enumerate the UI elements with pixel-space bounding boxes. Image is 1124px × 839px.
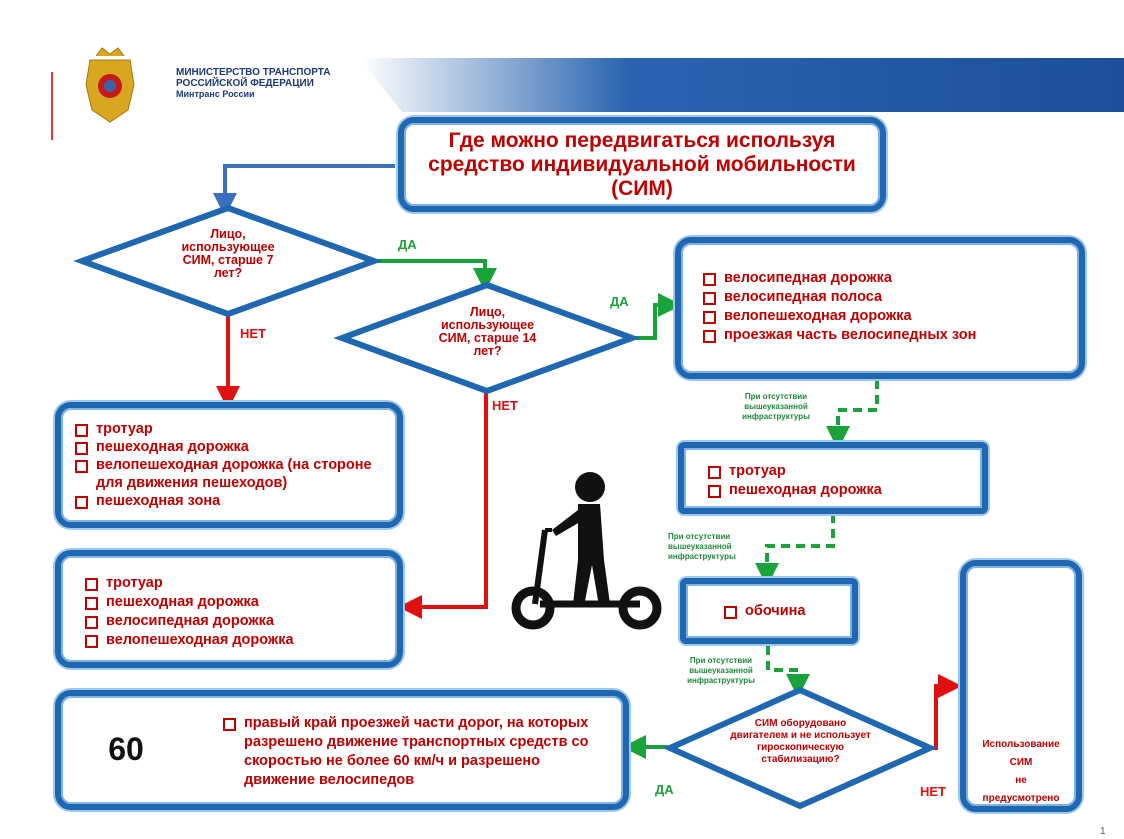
- list-item-label: тротуар: [106, 575, 163, 591]
- list-item: велосипедная дорожка: [85, 612, 387, 631]
- list-item: пешеходная дорожка: [75, 438, 387, 456]
- prohibited-line2: СИМ: [1009, 757, 1033, 768]
- box-shoulder: обочина: [680, 578, 858, 644]
- list-item-label: велопешеходная дорожка: [106, 632, 294, 648]
- coat-of-arms-icon: [85, 47, 135, 123]
- list-item: тротуар: [75, 420, 387, 438]
- box-road-edge: правый край проезжей части дорог, на кот…: [55, 690, 629, 810]
- list-item-label: тротуар: [96, 421, 153, 437]
- list-item: велопешеходная дорожка (на стороне для д…: [75, 456, 387, 492]
- decision-2-text: Лицо, использующее СИМ, старше 14 лет?: [438, 305, 537, 358]
- list-item: велопешеходная дорожка: [703, 307, 1069, 326]
- d3-no-label: НЕТ: [920, 784, 946, 799]
- checkbox-icon: [75, 442, 88, 455]
- list-item-label: велосипедная полоса: [724, 289, 883, 305]
- checkbox-icon: [724, 606, 737, 619]
- road-edge-text: правый край проезжей части дорог, на кот…: [244, 715, 589, 788]
- page-title: Где можно передвигаться используя средст…: [428, 128, 856, 200]
- list-item: пешеходная дорожка: [708, 481, 972, 500]
- arrow-d2-no: [398, 385, 488, 619]
- speed-limit-value: 60: [108, 731, 144, 767]
- arrow-dashed-2: [755, 514, 835, 587]
- prohibited-line1: Использование: [982, 739, 1060, 750]
- list-item: обочина: [724, 602, 842, 621]
- checkbox-icon: [703, 292, 716, 305]
- d3-yes-label: ДА: [655, 782, 674, 797]
- decision-2-shape: [333, 281, 641, 395]
- list-item: тротуар: [85, 574, 387, 593]
- list-item-label: пешеходная зона: [96, 493, 221, 509]
- arrow-d3-no: [928, 674, 962, 750]
- arrow-title-to-d1: [213, 164, 395, 217]
- box-sidewalk: тротуар пешеходная дорожка: [678, 442, 988, 514]
- checkbox-icon: [75, 460, 88, 473]
- list-item-label: обочина: [745, 603, 806, 619]
- prohibited-line4: предусмотрено: [982, 793, 1060, 804]
- list-item: велопешеходная дорожка: [85, 631, 387, 650]
- list-item: пешеходная дорожка: [85, 593, 387, 612]
- ministry-line2: РОССИЙСКОЙ ФЕДЕРАЦИИ: [176, 78, 314, 89]
- list-item-label: тротуар: [729, 463, 786, 479]
- arrow-dashed-1: [826, 380, 879, 450]
- arrow-d2-yes: [636, 293, 682, 340]
- note-2: При отсутствии вышеуказанной инфраструкт…: [668, 532, 736, 561]
- list-item-label: велопешеходная дорожка: [724, 308, 912, 324]
- list-item-label: пешеходная дорожка: [96, 439, 249, 455]
- list-item: велосипедная дорожка: [703, 269, 1069, 288]
- list-item-label: велосипедная дорожка: [106, 613, 274, 629]
- d1-no-label: НЕТ: [240, 326, 266, 341]
- header-banner: [360, 58, 1124, 112]
- box-under-7: тротуар пешеходная дорожка велопешеходна…: [55, 402, 403, 528]
- arrow-dashed-3: [766, 646, 810, 698]
- d1-yes-label: ДА: [398, 237, 417, 252]
- checkbox-icon: [708, 466, 721, 479]
- list-item: пешеходная зона: [75, 492, 387, 510]
- note-3: При отсутствии вышеуказанной инфраструкт…: [687, 656, 755, 685]
- list-item-label: проезжая часть велосипедных зон: [724, 327, 977, 343]
- list-item: тротуар: [708, 462, 972, 481]
- checkbox-icon: [703, 273, 716, 286]
- arrow-d1-yes: [376, 259, 497, 292]
- note-1: При отсутствии вышеуказанной инфраструкт…: [742, 392, 810, 421]
- checkbox-icon: [708, 485, 721, 498]
- checkbox-icon: [75, 496, 88, 509]
- box-7-to-14: тротуар пешеходная дорожка велосипедная …: [55, 550, 403, 668]
- checkbox-icon: [703, 311, 716, 324]
- d2-yes-label: ДА: [610, 294, 629, 309]
- scooter-rider-icon: [511, 472, 662, 630]
- checkbox-icon: [75, 424, 88, 437]
- title-box: Где можно передвигаться используя средст…: [398, 117, 886, 212]
- ministry-name: МИНИСТЕРСТВО ТРАНСПОРТА РОССИЙСКОЙ ФЕДЕР…: [176, 67, 330, 100]
- page-number: 1: [1100, 826, 1106, 837]
- list-item-label: велопешеходная дорожка (на стороне для д…: [96, 457, 372, 491]
- prohibited-line3: не: [1015, 775, 1027, 786]
- box-over-14: велосипедная дорожка велосипедная полоса…: [675, 237, 1085, 379]
- decision-3-text: СИМ оборудовано двигателем и не использу…: [730, 718, 871, 765]
- ministry-short: Минтранс России: [176, 89, 255, 99]
- checkbox-icon: [85, 578, 98, 591]
- list-item: проезжая часть велосипедных зон: [703, 326, 1069, 345]
- list-item-label: пешеходная дорожка: [106, 594, 259, 610]
- list-item-label: велосипедная дорожка: [724, 270, 892, 286]
- decision-1-text: Лицо, использующее СИМ, старше 7 лет?: [181, 227, 275, 280]
- decision-1-shape: [73, 204, 383, 318]
- d2-no-label: НЕТ: [492, 398, 518, 413]
- checkbox-icon: [703, 330, 716, 343]
- checkbox-icon: [223, 718, 236, 731]
- box-prohibited: Использование СИМ не предусмотрено: [960, 560, 1082, 812]
- checkbox-icon: [85, 597, 98, 610]
- ministry-line1: МИНИСТЕРСТВО ТРАНСПОРТА: [176, 67, 331, 78]
- checkbox-icon: [85, 616, 98, 629]
- checkbox-icon: [85, 635, 98, 648]
- decision-3-shape: [662, 686, 938, 810]
- list-item: велосипедная полоса: [703, 288, 1069, 307]
- list-item-label: пешеходная дорожка: [729, 482, 882, 498]
